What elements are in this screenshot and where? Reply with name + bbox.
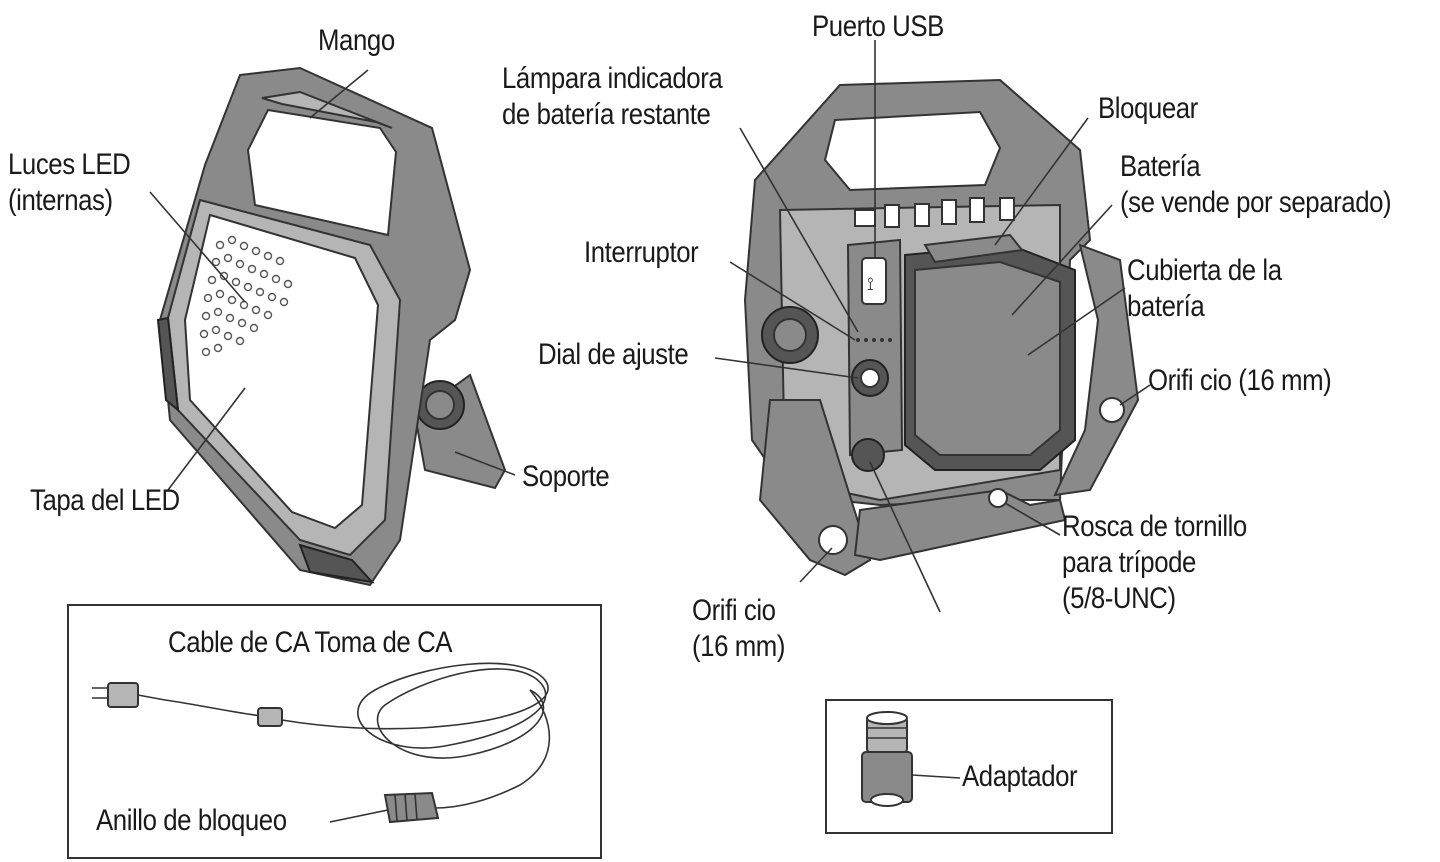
label-tapa-led: Tapa del LED	[30, 484, 180, 518]
label-adaptador: Adaptador	[962, 760, 1077, 794]
label-anillo-bloqueo: Anillo de bloqueo	[96, 804, 287, 838]
label-rosca-2: para trípode	[1062, 546, 1196, 580]
label-rosca-1: Rosca de tornillo	[1062, 510, 1247, 544]
label-cubierta-1: Cubierta de la	[1127, 254, 1282, 288]
left-work-light	[158, 68, 505, 585]
label-internas: (internas)	[8, 184, 113, 218]
adapter-drawing	[862, 712, 912, 806]
label-mango: Mango	[318, 24, 395, 58]
label-bateria-2: (se vende por separado)	[1120, 186, 1391, 220]
label-bateria-1: Batería	[1120, 150, 1200, 184]
label-bloquear: Bloquear	[1098, 92, 1198, 126]
label-dial-ajuste: Dial de ajuste	[538, 338, 688, 372]
right-work-light: ⟟	[745, 80, 1138, 575]
label-puerto-usb: Puerto USB	[812, 10, 944, 44]
label-lampara-2: de batería restante	[502, 98, 710, 132]
label-cubierta-2: batería	[1127, 290, 1204, 324]
label-orificio-right: Orifi cio (16 mm)	[1148, 364, 1331, 398]
label-luces-led: Luces LED	[8, 148, 130, 182]
svg-text:⟟: ⟟	[867, 274, 874, 295]
label-soporte: Soporte	[522, 460, 609, 494]
label-cable-ca: Cable de CA Toma de CA	[168, 626, 452, 660]
label-lampara-1: Lámpara indicadora	[502, 62, 722, 96]
label-interruptor: Interruptor	[584, 236, 698, 270]
label-rosca-3: (5/8-UNC)	[1062, 582, 1176, 616]
ac-cable-drawing	[92, 663, 549, 822]
label-orificio-bottom-2: (16 mm)	[692, 630, 785, 664]
label-orificio-bottom-1: Orifi cio	[692, 594, 776, 628]
